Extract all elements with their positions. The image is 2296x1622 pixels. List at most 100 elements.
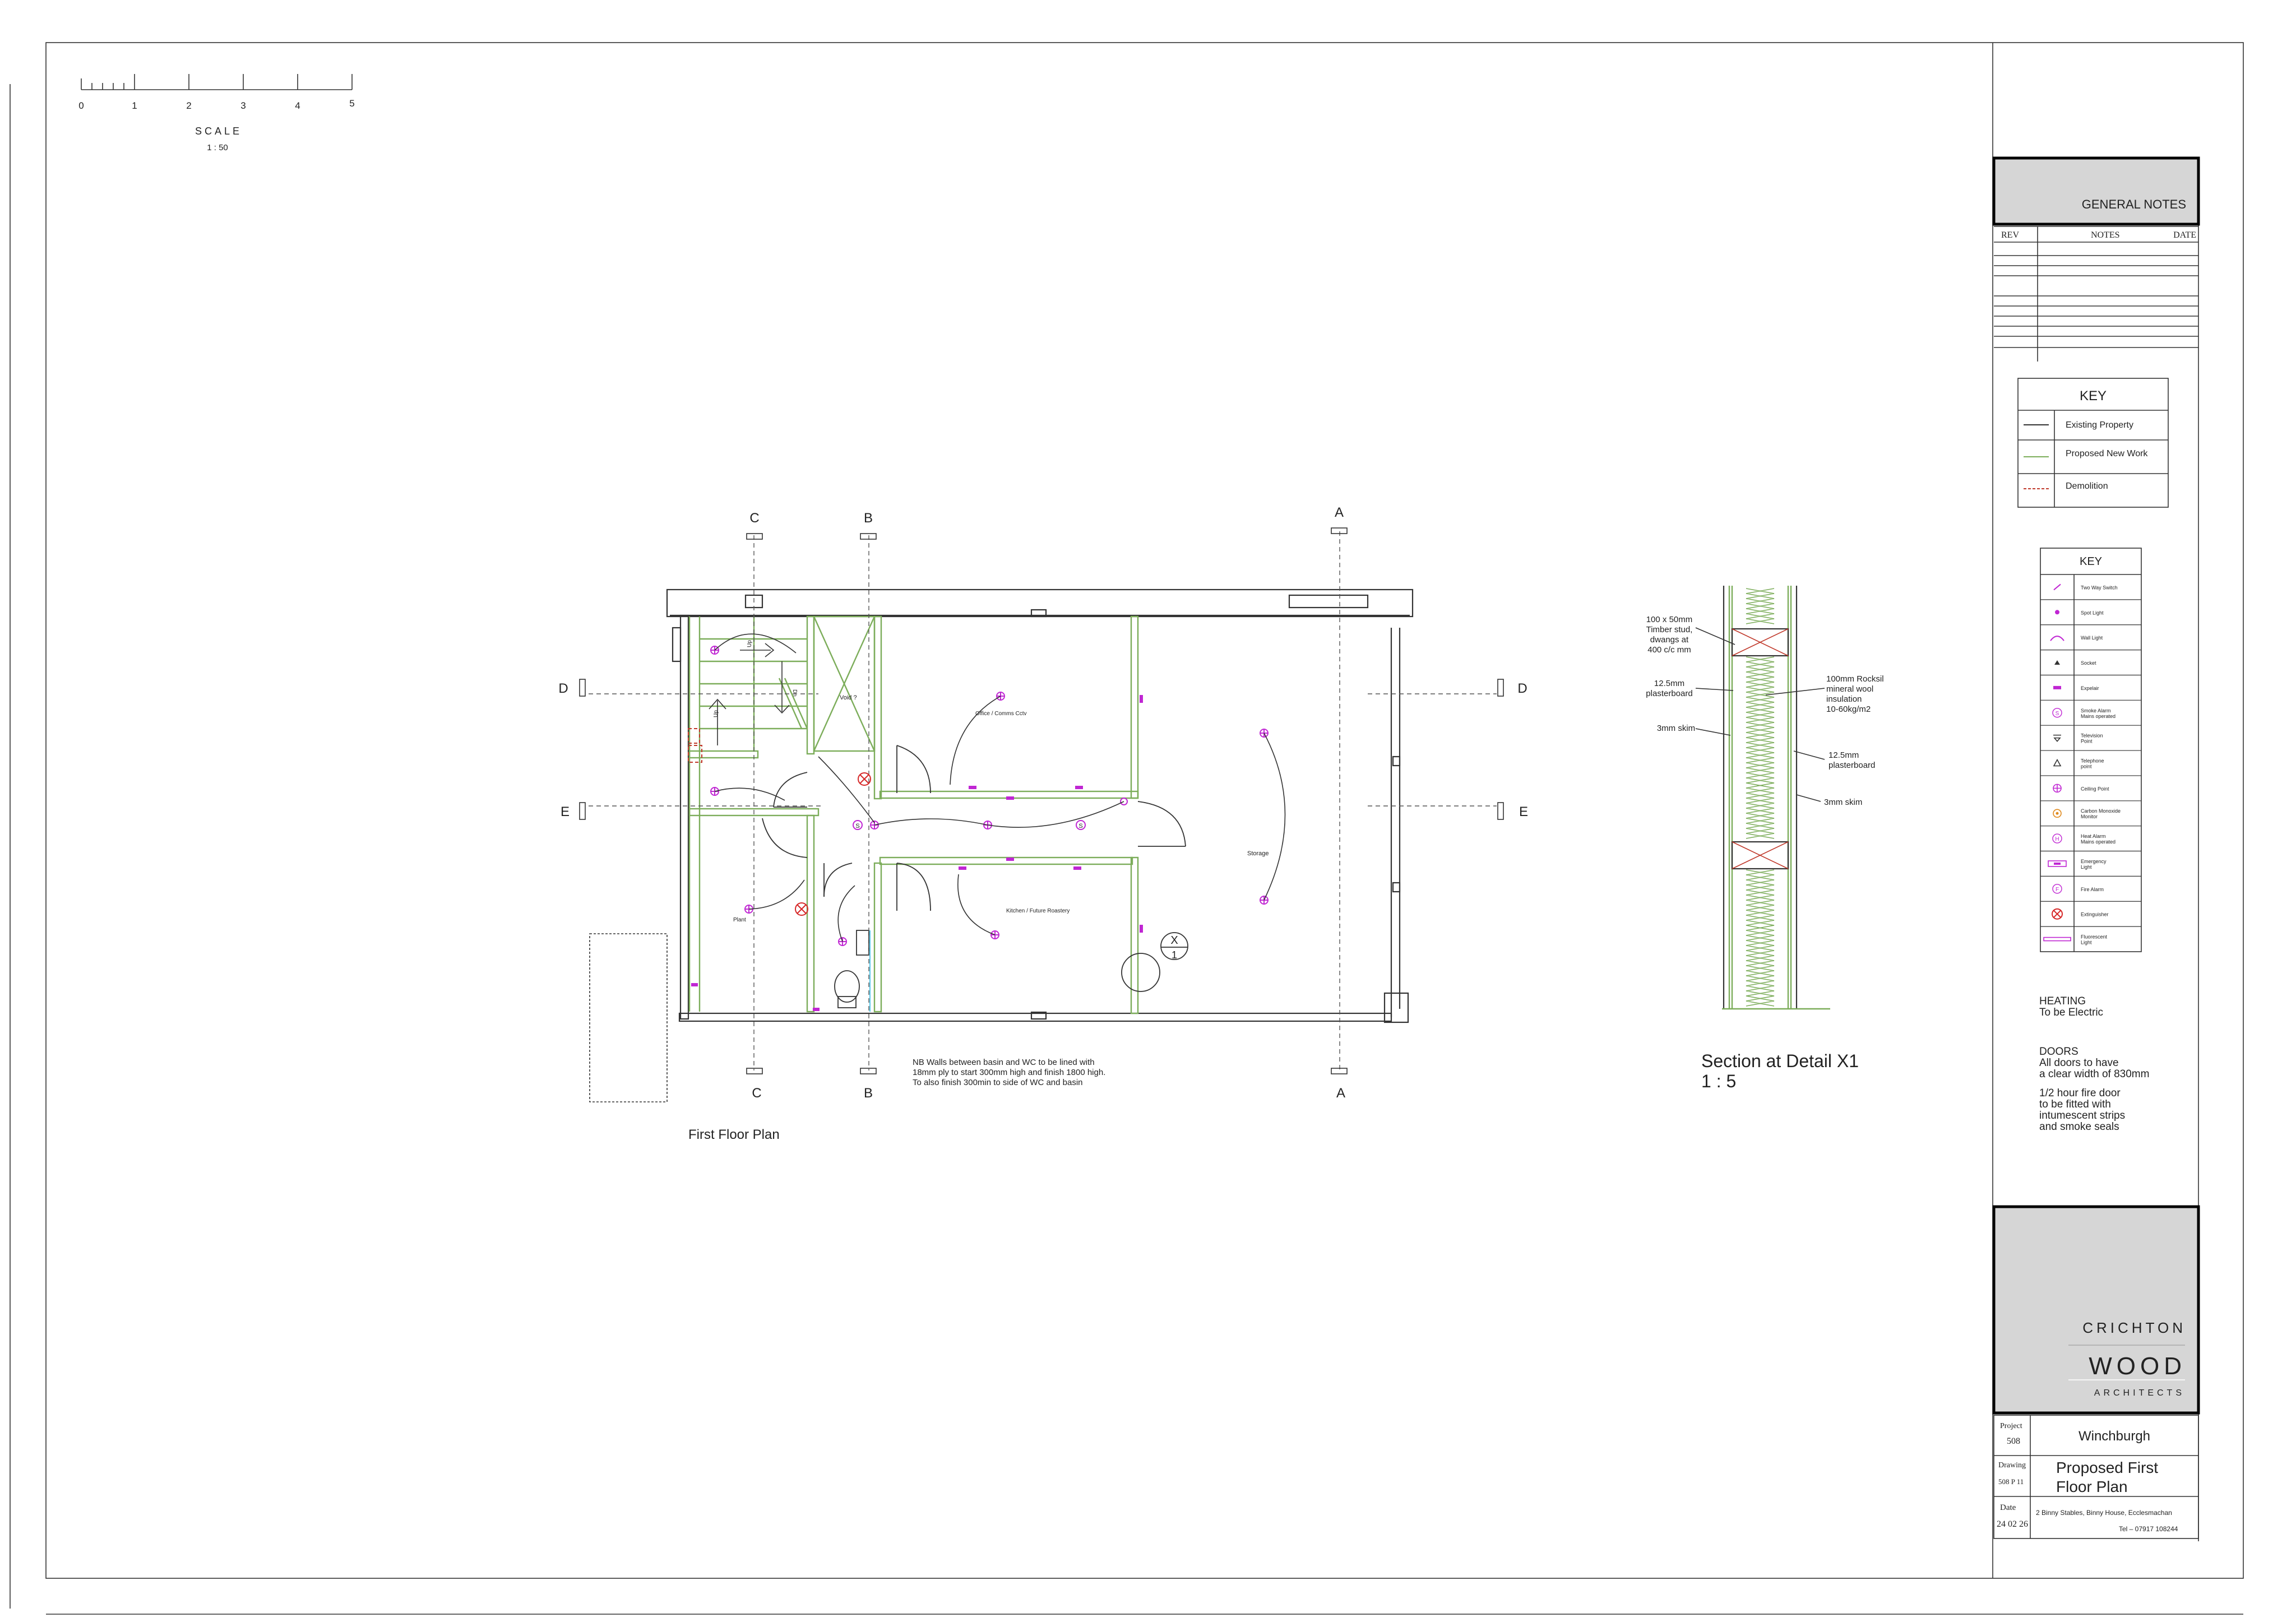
section-label-insulation-2: mineral wool [1826, 684, 1873, 694]
project-number: 508 [2007, 1436, 2020, 1446]
electrical-key-label: Point [2081, 739, 2093, 744]
key-existing-label: Existing Property [2066, 420, 2133, 430]
project-name: Winchburgh [2079, 1429, 2150, 1444]
section-label-stud-3: dwangs at [1650, 635, 1689, 645]
stair-label-dn: Dn [791, 689, 798, 697]
sheet-border [45, 42, 2244, 1579]
electrical-key-label: Two Way Switch [2081, 585, 2118, 590]
rev-header-rev: REV [2001, 230, 2019, 240]
logo-architects: ARCHITECTS [2094, 1388, 2185, 1398]
title-block: GENERAL NOTES REV NOTES DATE K [1992, 43, 2200, 1578]
electrical-key-title: KEY [2080, 555, 2102, 568]
two-way-switch-icon [2053, 583, 2061, 591]
fire-alarm-icon: F [2052, 884, 2062, 894]
key-new-work-label: Proposed New Work [2066, 449, 2148, 458]
section-label-board-right-1: 12.5mm [1829, 750, 1859, 760]
basin-icon [856, 930, 869, 956]
scale-ratio: 1 : 50 [207, 143, 228, 152]
svg-text:D: D [558, 681, 568, 696]
stair-label-up-2: Up [713, 710, 719, 717]
scale-tick-1: 1 [132, 100, 137, 111]
logo-wood: WOOD [2089, 1352, 2186, 1380]
stair-label-up: Up [747, 640, 753, 647]
extinguisher-icon [2052, 908, 2063, 920]
carbon-monoxide-icon [2053, 809, 2062, 818]
plan-note-line-2: 18mm ply to start 300mm high and finish … [913, 1068, 1105, 1077]
svg-text:S: S [1078, 823, 1082, 829]
scale-bar: 0 1 2 3 4 5 SCALE 1 : 50 [78, 74, 355, 152]
room-label-storage: Storage [1247, 850, 1269, 857]
scale-tick-5: 5 [349, 98, 354, 109]
scale-tick-0: 0 [78, 100, 84, 111]
section-marker-a-top: A [1331, 505, 1348, 534]
scale-label: SCALE [195, 126, 242, 137]
room-label-plant: Plant [733, 917, 746, 923]
electrical-key-label: point [2081, 764, 2092, 770]
svg-text:S: S [855, 823, 859, 829]
svg-text:E: E [1519, 804, 1528, 819]
telephone-point-icon [2053, 758, 2062, 767]
wc-icon [834, 970, 860, 1003]
electrical-key-label: Light [2081, 864, 2092, 870]
revision-table: REV NOTES DATE [1994, 226, 2198, 362]
section-label-board-left-1: 12.5mm [1654, 679, 1684, 688]
svg-text:C: C [752, 1086, 761, 1101]
smoke-alarm-icon: S S [853, 820, 1086, 830]
electrical-key-label: Television [2081, 733, 2103, 739]
column-circle [1121, 953, 1160, 992]
electrical-key-label: Light [2081, 940, 2092, 946]
general-notes-title: GENERAL NOTES [2082, 197, 2186, 211]
emergency-light-icon [2048, 860, 2067, 867]
television-point-icon [2053, 734, 2061, 742]
stair: Up Up Dn [700, 617, 808, 751]
electrical-key-label: Monitor [2081, 814, 2098, 819]
svg-text:A: A [1335, 505, 1344, 520]
room-label-kitchen: Kitchen / Future Roastery [1006, 908, 1070, 914]
section-label-stud-1: 100 x 50mm [1646, 615, 1693, 624]
electrical-key-label: Emergency [2081, 859, 2107, 864]
doors-line-1: All doors to have [2039, 1057, 2119, 1069]
electrical-key-label: Telephone [2081, 758, 2104, 764]
line-key: KEY Existing Property Proposed New Work … [2017, 378, 2169, 508]
fire-door-line-2: to be fitted with [2039, 1099, 2111, 1110]
section-label-board-left-2: plasterboard [1646, 689, 1692, 698]
scale-tick-2: 2 [186, 100, 191, 111]
logo-crichton: CRICHTON [2082, 1319, 2186, 1336]
section-label-insulation-3: insulation [1826, 694, 1862, 704]
north-wall [666, 588, 1414, 618]
section-marker-d-right: D [1497, 679, 1527, 697]
drawing-title-line-2: Floor Plan [2056, 1478, 2128, 1495]
fire-door-line-4: and smoke seals [2039, 1121, 2119, 1133]
rev-header-date: DATE [2173, 230, 2196, 240]
section-title: Section at Detail X1 [1701, 1051, 1859, 1071]
electrical-key-label: Carbon Monoxide [2081, 808, 2121, 814]
electrical-key-label: Mains operated [2081, 839, 2116, 845]
socket-icon [2054, 660, 2060, 665]
section-label-stud-4: 400 c/c mm [1647, 645, 1691, 655]
svg-text:H: H [2055, 836, 2059, 842]
section-marker-c-bottom: C [746, 1068, 763, 1101]
electrical-key-label: Wall Light [2081, 635, 2103, 641]
smoke-alarm-icon: S [2052, 708, 2062, 718]
section-marker-b-top: B [860, 511, 877, 540]
south-wall [678, 1012, 1392, 1022]
rev-header-notes: NOTES [2091, 230, 2120, 240]
section-detail: 100 x 50mm Timber stud, dwangs at 400 c/… [1646, 586, 1884, 1091]
svg-text:E: E [561, 804, 570, 819]
key-demolition-label: Demolition [2066, 481, 2108, 491]
date-value: 24 02 26 [1997, 1519, 2028, 1529]
electrical-key-label: Mains operated [2081, 713, 2116, 719]
fire-door-line-1: 1/2 hour fire door [2039, 1087, 2121, 1099]
section-label-insulation-1: 100mm Rocksil [1826, 674, 1884, 684]
doors-title: DOORS [2039, 1046, 2079, 1058]
spot-light-icon [2055, 610, 2059, 615]
section-marker-c-top: C [746, 511, 763, 540]
electrical-key-label: Expelair [2081, 685, 2099, 691]
extinguisher-icon [795, 772, 871, 916]
doors-line-2: a clear width of 830mm [2039, 1068, 2149, 1080]
room-label-office: Office / Comms Cctv [975, 711, 1027, 717]
expelair-icon [2053, 685, 2061, 689]
electrical-key-label: Smoke Alarm [2081, 708, 2111, 713]
